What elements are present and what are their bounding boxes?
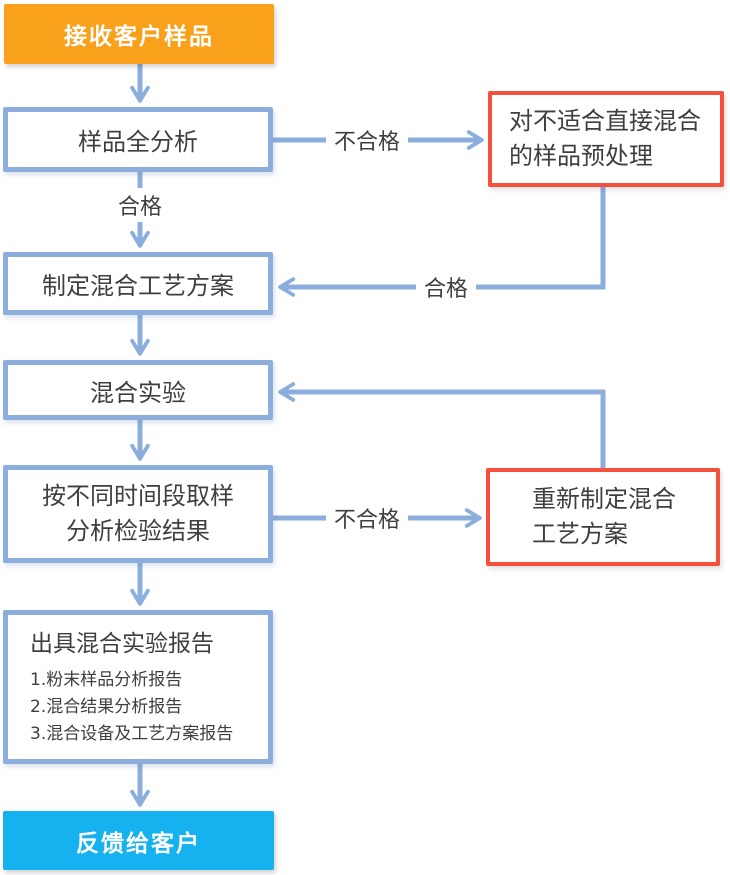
node-receive-label: 接收客户样品 (64, 24, 214, 50)
node-mixing-experiment: 混合实验 (3, 360, 273, 420)
connector-pretreat-to-plan (278, 187, 606, 297)
node-pretreat-label: 对不适合直接混合 的样品预处理 (509, 107, 701, 170)
node-issue-mixing-report: 出具混合实验报告 1.粉末样品分析报告 2.混合结果分析报告 3.混合设备及工艺… (3, 610, 273, 764)
edge-label-unqualified-sampling: 不合格 (325, 501, 409, 535)
node-timed-sampling-analysis: 按不同时间段取样 分析检验结果 (3, 465, 273, 563)
report-title: 出具混合实验报告 (30, 631, 214, 657)
node-plan-label: 制定混合工艺方案 (42, 272, 234, 300)
node-replan-label: 重新制定混合 工艺方案 (532, 485, 676, 548)
node-sampling-label: 按不同时间段取样 分析检验结果 (42, 482, 234, 545)
node-sample-pretreatment: 对不适合直接混合 的样品预处理 (488, 91, 724, 187)
report-item-list: 1.粉末样品分析报告 2.混合结果分析报告 3.混合设备及工艺方案报告 (30, 667, 256, 748)
connector-replan-to-experiment (278, 382, 606, 468)
node-remake-mixing-plan: 重新制定混合 工艺方案 (486, 468, 720, 566)
edge-label-unqualified-analysis: 不合格 (325, 123, 409, 157)
report-item-powder-analysis: 1.粉末样品分析报告 (30, 670, 183, 690)
edge-label-qualified-analysis: 合格 (109, 188, 171, 222)
report-item-equipment-plan: 3.混合设备及工艺方案报告 (30, 724, 234, 744)
report-item-mixing-result: 2.混合结果分析报告 (30, 697, 183, 717)
node-receive-customer-samples: 接收客户样品 (4, 4, 274, 64)
edge-label-qualified-pretreat: 合格 (415, 270, 477, 304)
node-analysis-label: 样品全分析 (78, 128, 198, 156)
node-feedback-to-customer: 反馈给客户 (3, 811, 274, 870)
node-make-mixing-plan: 制定混合工艺方案 (3, 252, 273, 315)
node-full-sample-analysis: 样品全分析 (3, 107, 273, 172)
node-feedback-label: 反馈给客户 (76, 830, 201, 857)
report-body: 出具混合实验报告 1.粉末样品分析报告 2.混合结果分析报告 3.混合设备及工艺… (8, 615, 268, 759)
node-experiment-label: 混合实验 (90, 378, 186, 407)
